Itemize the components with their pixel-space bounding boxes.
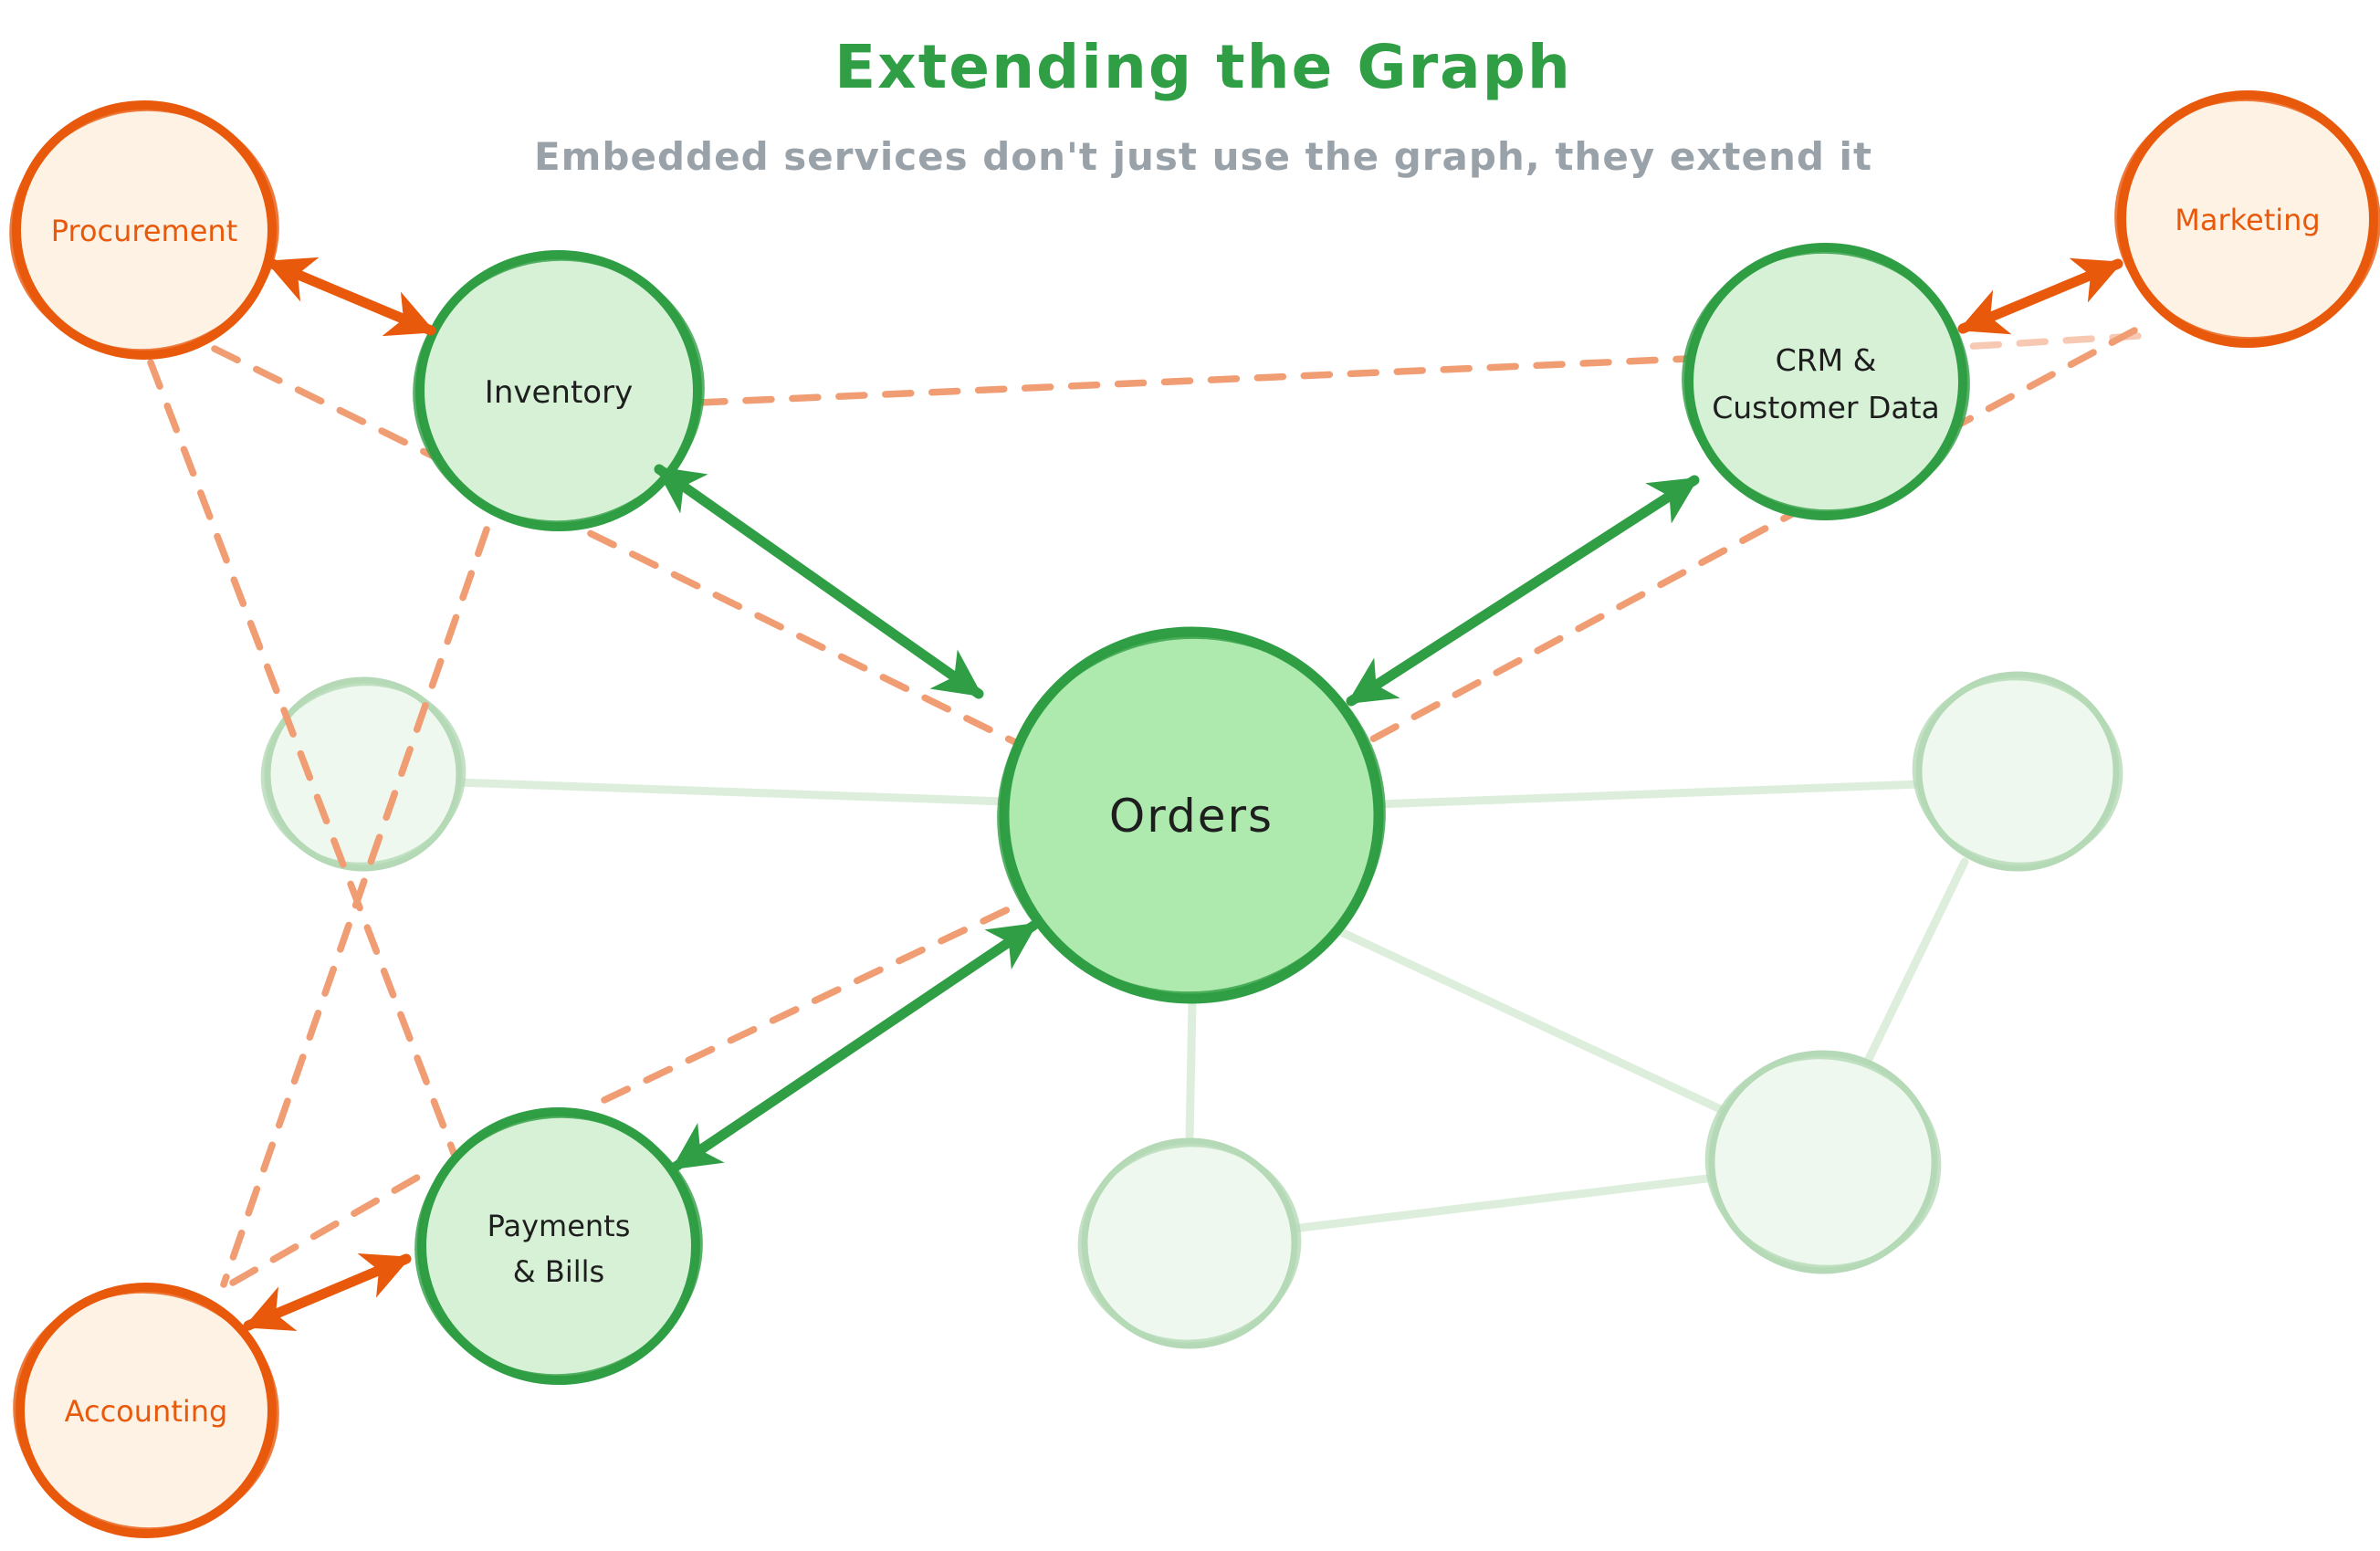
node-inventory: Inventory [413,250,705,531]
faded-node-left [264,676,463,872]
solid-arrows [243,257,2123,1332]
page-subtitle: Embedded services don't just use the gra… [534,134,1872,179]
node-crm-label-line2: Customer Data [1712,390,1940,425]
dashed-edge-marketing-orders [1355,327,2138,750]
edge-marketing-crm-solid [1957,257,2123,335]
node-payments-label-line2: & Bills [513,1254,604,1289]
node-payments-label-line1: Payments [488,1209,631,1243]
faint-graph-links [452,778,1969,1233]
node-orders-label: Orders [1109,790,1274,843]
faint-edge-orders-faded-bottom-center [1185,997,1197,1145]
node-procurement: Procurement [9,100,279,360]
dashed-edge-inventory-accounting [220,526,490,1288]
node-crm: CRM & Customer Data [1682,243,1970,520]
page-title: Extending the Graph [834,32,1572,102]
dashed-edge-accounting-payments [229,1171,425,1286]
node-procurement-label: Procurement [51,214,237,248]
faint-edge-faded-right-bottom-right [1862,857,1969,1067]
faint-edge-orders-faded-bottom-right [1319,919,1735,1118]
node-marketing-label: Marketing [2175,203,2320,237]
dashed-edge-procurement-payments [147,359,457,1157]
node-accounting: Accounting [13,1283,279,1538]
edge-payments-accounting-solid [243,1252,412,1332]
faint-edge-orders-faded-left [452,778,1011,806]
node-marketing: Marketing [2114,90,2380,348]
faded-node-bottom-right [1708,1050,1938,1274]
faded-nodes [260,671,2123,1349]
node-orders: Orders [997,626,1386,1004]
node-payments: Payments & Bills [414,1107,703,1385]
faint-edge-orders-faded-right [1372,780,1925,809]
faded-node-bottom-center [1081,1137,1298,1349]
edge-procurement-inventory-solid [265,257,436,337]
dashed-edge-inventory-crm [696,355,1691,406]
faded-node-right [1915,671,2120,872]
node-inventory-label: Inventory [485,374,633,411]
node-crm-label-line1: CRM & [1776,342,1877,378]
heading: Extending the Graph Embedded services do… [534,32,1872,179]
edge-inventory-orders-solid [654,464,984,699]
node-accounting-label: Accounting [65,1394,228,1429]
main-nodes: Procurement Marketing Inventory CRM & Cu… [9,90,2380,1538]
edge-orders-payments-solid [670,920,1039,1172]
dashed-edge-marketing-crm [1957,332,2142,351]
edge-orders-crm-solid [1346,475,1700,707]
faint-edge-faded-bottom-center-bottom-right [1288,1173,1719,1233]
